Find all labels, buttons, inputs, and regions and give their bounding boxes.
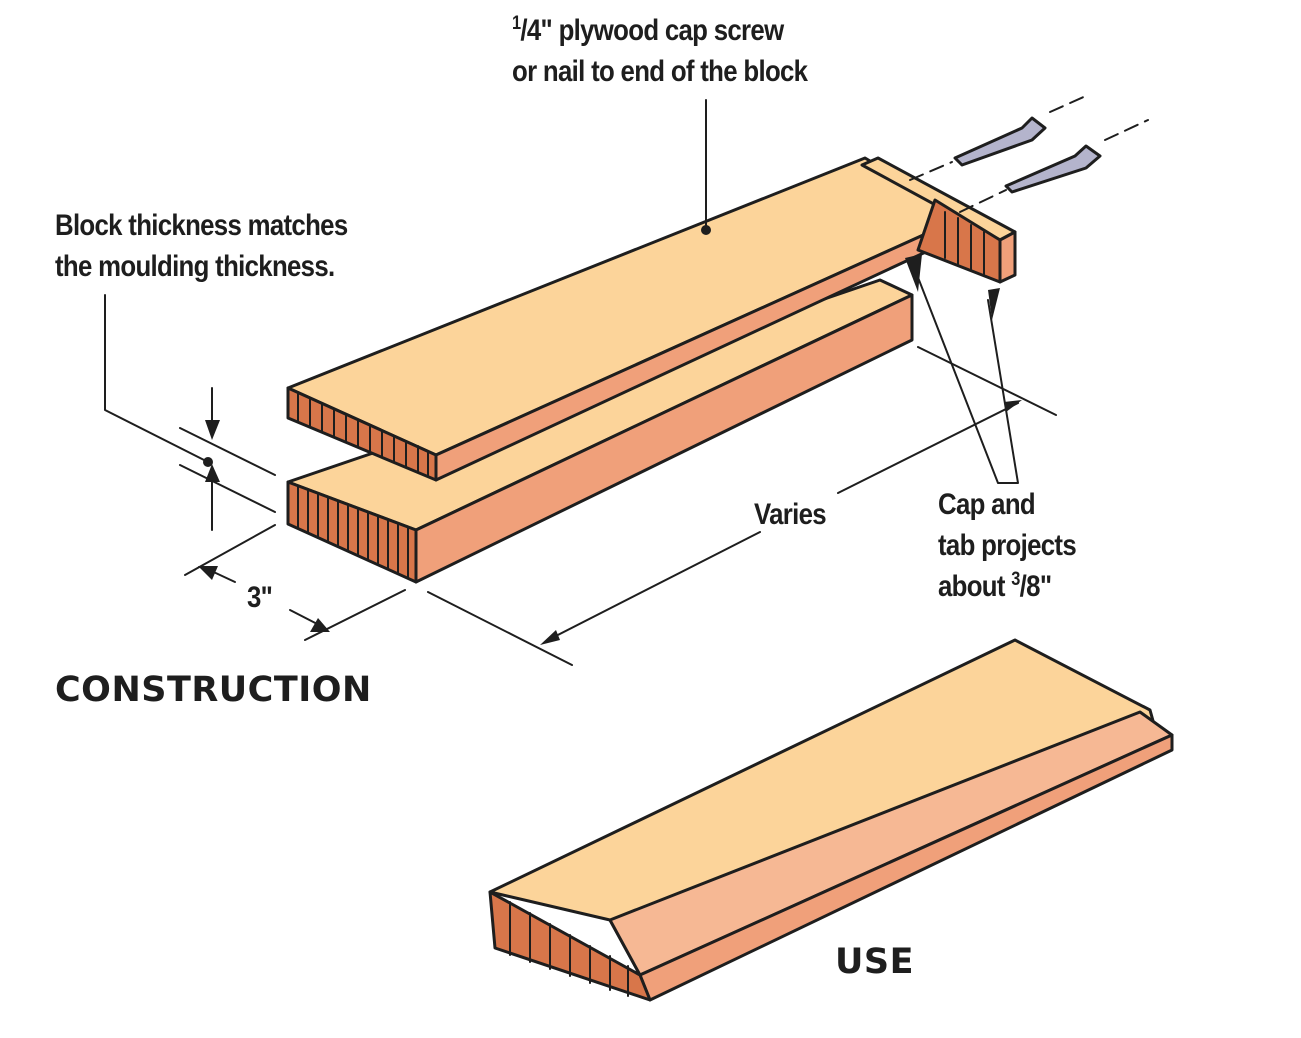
projection-note: Cap and tab projects about 3/8" xyxy=(938,484,1077,607)
fraction-rest: /8" xyxy=(1019,570,1052,603)
width-dimension-label: 3" xyxy=(247,581,273,614)
block-thickness-note: Block thickness matches the moulding thi… xyxy=(55,205,348,287)
end-tab-side xyxy=(998,230,1017,284)
projection-note-line2: tab projects xyxy=(938,529,1077,562)
projection-note-line1: Cap and xyxy=(938,488,1036,521)
section-title-construction: CONSTRUCTION xyxy=(55,670,372,710)
arrowheads xyxy=(198,225,1022,645)
cap-note-line2: or nail to end of the block xyxy=(512,55,808,88)
cap-screw-note: 1/4" plywood cap screw or nail to end of… xyxy=(512,10,808,92)
lower-block-end-grain xyxy=(286,480,418,584)
projection-note-line3: about xyxy=(938,570,1012,603)
upper-cap xyxy=(286,156,1017,482)
screw-icon xyxy=(909,94,1089,181)
cap-note-line1: /4" plywood cap screw xyxy=(520,14,784,47)
block-note-line1: Block thickness matches xyxy=(55,209,348,242)
fraction-numerator: 1 xyxy=(512,13,521,34)
fraction-numerator: 3 xyxy=(1011,569,1020,590)
length-dimension-label: Varies xyxy=(754,498,827,531)
upper-cap-grain-lines xyxy=(297,391,429,477)
upper-cap-end-grain xyxy=(286,386,438,482)
section-title-use: USE xyxy=(835,942,915,982)
screw-icon xyxy=(959,119,1149,213)
block-note-line2: the moulding thickness. xyxy=(55,250,335,283)
use-block xyxy=(488,638,1174,1002)
lower-block-grain-lines xyxy=(297,485,409,579)
